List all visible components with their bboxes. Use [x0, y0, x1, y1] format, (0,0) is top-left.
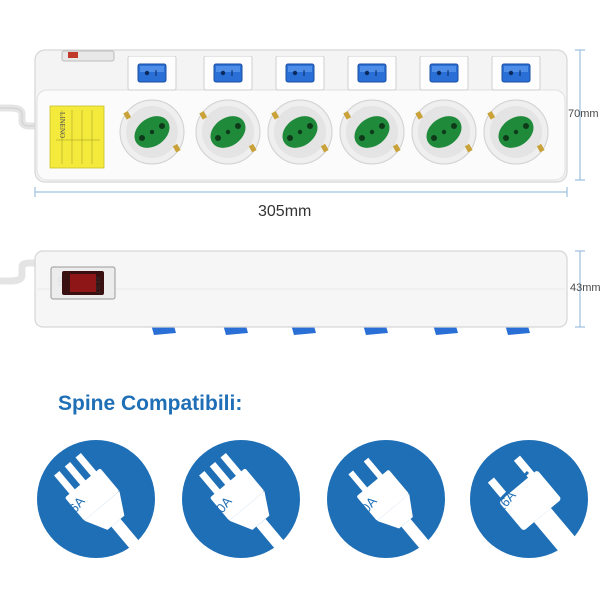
- reset-label: RESET: [94, 277, 100, 294]
- outlet-unit: [411, 56, 477, 165]
- off-label: OFF: [56, 277, 62, 287]
- sticker-brand: LINENO: [58, 112, 66, 138]
- unit-switch[interactable]: [347, 56, 397, 91]
- side-cable: [0, 259, 38, 285]
- compatible-plugs-title: Spine Compatibili:: [58, 392, 243, 415]
- width-label: 305mm: [258, 203, 312, 220]
- power-strip-side-view: [0, 250, 585, 335]
- height-top-label: 70mm: [568, 108, 599, 120]
- socket: [339, 99, 405, 165]
- socket: [267, 99, 333, 165]
- outlet-unit: [339, 56, 405, 165]
- unit-switch[interactable]: [275, 56, 325, 91]
- socket: [119, 99, 185, 165]
- unit-switch[interactable]: [419, 56, 469, 91]
- outlet-unit: [483, 56, 549, 165]
- label-sticker: [49, 105, 105, 169]
- italian-plug-10a-icon: 10A: [180, 438, 302, 565]
- socket: [195, 99, 261, 165]
- socket: [483, 99, 549, 165]
- outlet-unit: [119, 56, 185, 165]
- unit-switch[interactable]: [491, 56, 541, 91]
- italian-2pin-plug-10a-icon: 10A: [325, 438, 447, 565]
- height-side-label: 43mm: [570, 282, 601, 294]
- outlet-unit: [267, 56, 333, 165]
- unit-switch[interactable]: [127, 56, 177, 91]
- unit-switch[interactable]: [203, 56, 253, 91]
- outlet-unit: [195, 56, 261, 165]
- side-earth-plug-16a-icon: 16A: [468, 438, 590, 565]
- socket: [411, 99, 477, 165]
- schuko-plug-16a-icon: 16A: [35, 438, 157, 565]
